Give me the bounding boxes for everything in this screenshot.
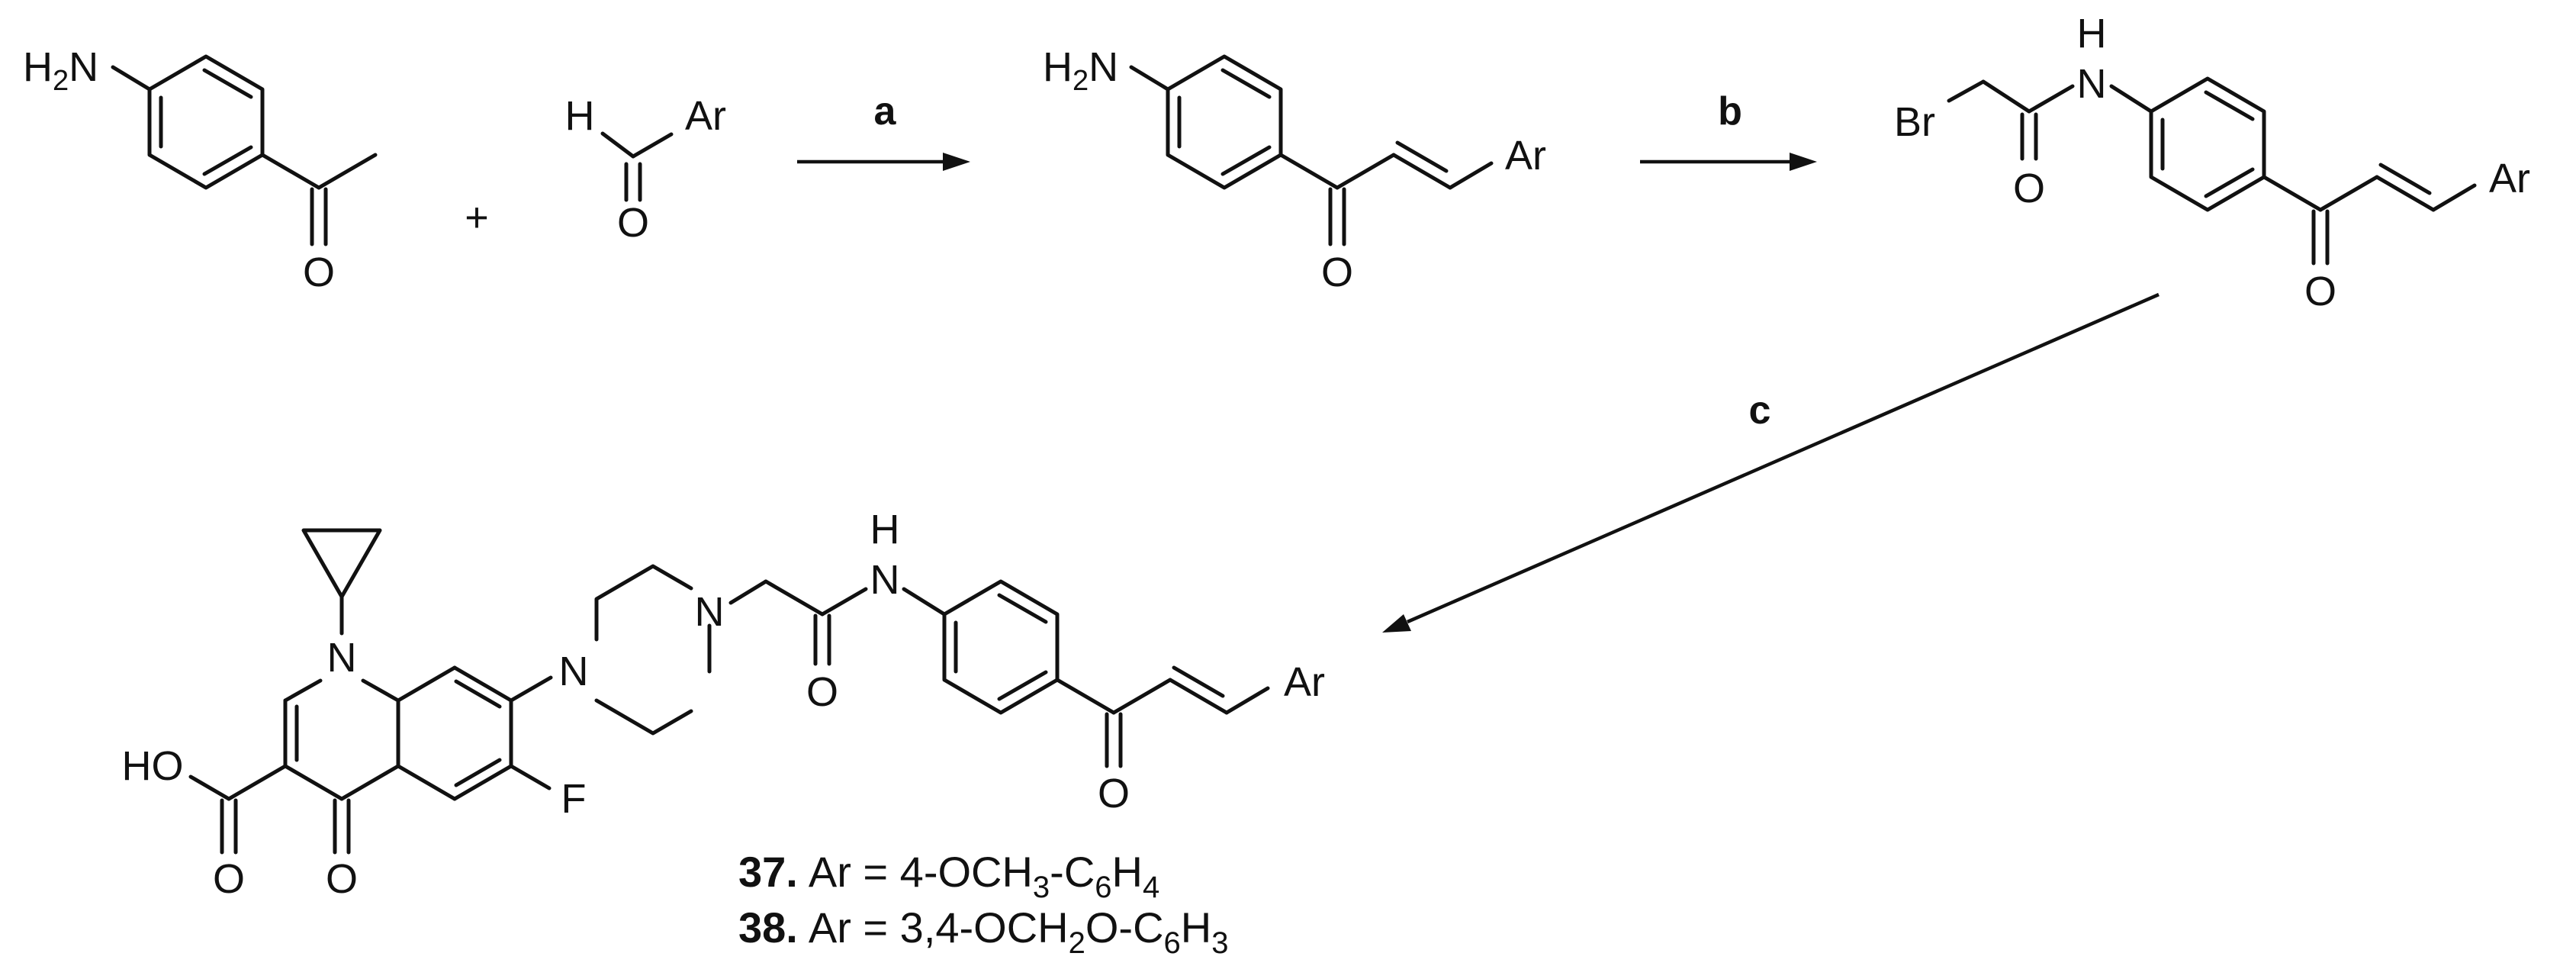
label-bromine: Br [1894,99,1935,145]
label-oxygen: O [2304,269,2336,314]
label-amide-n: N [2077,61,2107,107]
label-fluorine: F [561,776,587,822]
label-ar: Ar [685,93,726,139]
molecule-aminochalcone: H2N O Ar [1043,44,1546,295]
molecule-bromoacetamide-chalcone: Br H N O O Ar [1894,11,2530,314]
label-piperazine-n4: N [695,589,725,635]
caption-compound-38: 38.Ar = 3,4-OCH2O-C6H3 [738,903,1228,960]
label-h2n-h: H2N [1043,44,1118,97]
label-hydroxyl: HO [122,743,184,789]
label-oxygen: O [617,200,649,246]
molecule-final-product: N O O HO F N N H N O O Ar [122,507,1326,902]
step-label-a: a [874,89,897,134]
label-oxygen: O [1321,250,1353,295]
label-h2n-h: H2N [23,44,98,97]
label-ar: Ar [1284,659,1325,705]
arrow-step-a: a [797,89,970,171]
label-enone-o: O [1098,771,1130,816]
label-amide-o: O [806,669,838,715]
label-ar: Ar [1505,133,1546,179]
caption-compound-37: 37.Ar = 4-OCH3-C6H4 [738,848,1159,904]
arrow-step-b: b [1640,89,1817,171]
label-n1: N [327,635,357,681]
label-amide-h: H [2077,11,2107,56]
label-oxygen: O [303,250,335,295]
label-amide-h: H [870,507,900,552]
compound-captions: 37.Ar = 4-OCH3-C6H4 38.Ar = 3,4-OCH2O-C6… [738,848,1228,960]
label-hydrogen: H [565,93,595,139]
label-acid-o: O [213,856,245,902]
plus-sign: + [465,195,489,240]
label-ar: Ar [2489,156,2530,201]
label-piperazine-n1: N [559,649,589,694]
arrow-step-c: c [1382,292,2160,633]
molecule-aldehyde: H Ar O [565,93,727,246]
molecule-aminoacetophenone: H2N O [23,44,378,295]
label-amide-n: N [870,557,900,603]
step-label-c: c [1749,388,1771,433]
label-ketone-o: O [326,856,358,902]
step-label-b: b [1718,89,1742,134]
label-oxygen: O [2013,166,2045,211]
